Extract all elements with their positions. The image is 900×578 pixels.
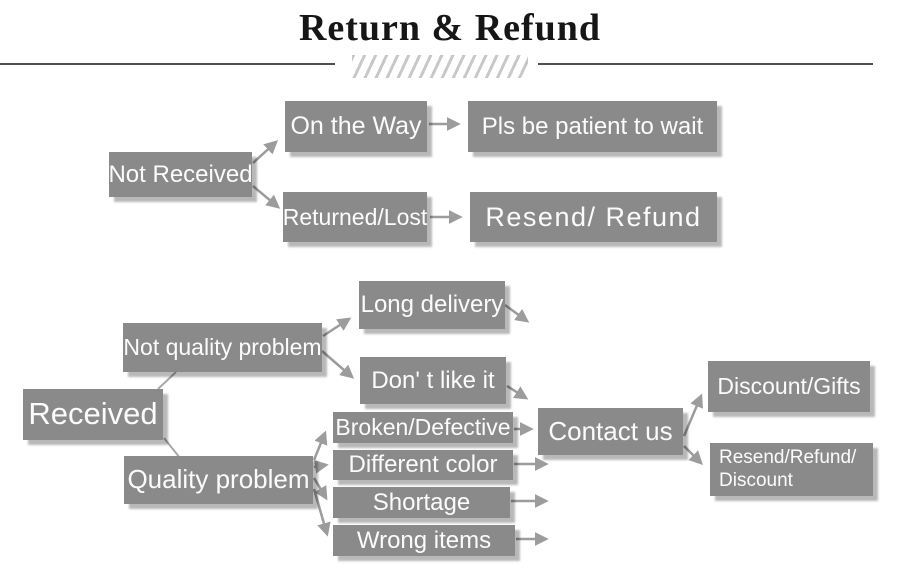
node-not-quality-problem: Not quality problem <box>123 323 322 372</box>
node-on-the-way: On the Way <box>285 101 427 152</box>
node-resend-refund-discount: Resend/Refund/ Discount <box>710 443 873 496</box>
node-wrong-items: Wrong items <box>333 525 515 556</box>
title-rule-right <box>538 63 873 65</box>
node-contact-us: Contact us <box>538 408 683 455</box>
node-received: Received <box>23 389 163 440</box>
node-long-delivery: Long delivery <box>359 281 505 329</box>
page-title: Return & Refund <box>298 7 602 49</box>
node-dont-like-it: Don' t like it <box>360 357 506 404</box>
node-shortage: Shortage <box>333 487 510 518</box>
title-rule-left <box>0 63 335 65</box>
node-pls-be-patient: Pls be patient to wait <box>468 101 717 152</box>
node-quality-problem: Quality problem <box>124 456 313 504</box>
node-broken-defective: Broken/Defective <box>333 412 513 443</box>
node-not-received: Not Received <box>108 152 253 197</box>
node-returned-lost: Returned/Lost <box>283 192 427 242</box>
hatch-decoration <box>352 55 528 78</box>
node-resend-refund: Resend/ Refund <box>470 192 717 242</box>
node-different-color: Different color <box>333 450 513 480</box>
node-discount-gifts: Discount/Gifts <box>708 361 870 412</box>
